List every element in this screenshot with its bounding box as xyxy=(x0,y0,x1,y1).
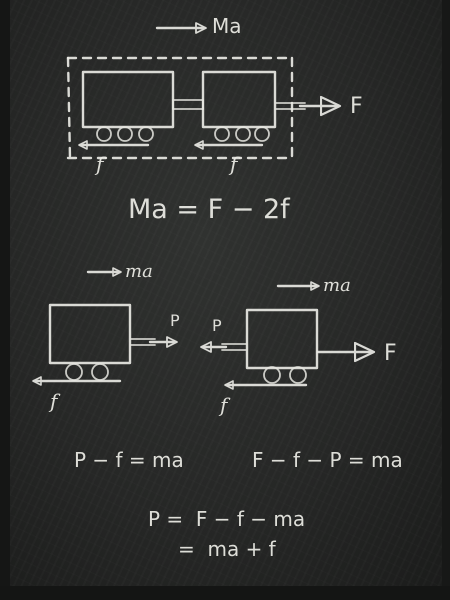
board-bottom-edge xyxy=(0,586,450,600)
wheel-icon xyxy=(263,366,281,384)
system-block-left xyxy=(81,70,175,129)
board-left-edge xyxy=(0,0,10,600)
left-body-accel-label: ma xyxy=(125,261,153,282)
result-equation-line1: P = F − f − ma xyxy=(148,507,305,531)
system-force-label: F xyxy=(350,94,363,119)
system-connector xyxy=(172,99,204,110)
system-friction-left-label: f xyxy=(94,152,107,176)
system-accel-label: Ma xyxy=(212,14,242,38)
right-body-equation: F − f − P = ma xyxy=(252,448,403,472)
wheel-icon xyxy=(138,126,154,142)
wheel-icon xyxy=(91,363,109,381)
right-body-accel-label: ma xyxy=(323,275,351,296)
wheel-icon xyxy=(65,363,83,381)
right-body-force-label: F xyxy=(384,341,397,366)
board-right-edge xyxy=(442,0,450,600)
wheel-icon xyxy=(214,126,230,142)
wheel-icon xyxy=(96,126,112,142)
left-body-equation: P − f = ma xyxy=(74,448,184,472)
left-body-friction-label: f xyxy=(48,389,61,413)
wheel-icon xyxy=(254,126,270,142)
system-friction-right-label: f xyxy=(228,152,241,176)
wheel-icon xyxy=(117,126,133,142)
diagram-free-bodies: ma f P ma f xyxy=(32,261,397,417)
diagram-system: Ma f f xyxy=(66,14,363,225)
right-body-block xyxy=(245,308,319,370)
right-body-friction-label: f xyxy=(218,393,231,417)
system-equation: Ma = F − 2f xyxy=(128,194,291,225)
system-block-right xyxy=(201,70,277,129)
result-equation-line2: = ma + f xyxy=(178,537,277,561)
left-body-block xyxy=(48,303,132,365)
system-boundary-left xyxy=(66,56,72,160)
right-body-p-label: P xyxy=(212,316,222,335)
wheel-icon xyxy=(289,366,307,384)
equations-block: P − f = ma F − f − P = ma P = F − f − ma… xyxy=(74,448,403,561)
wheel-icon xyxy=(235,126,251,142)
left-body-p-label: P xyxy=(170,311,180,330)
